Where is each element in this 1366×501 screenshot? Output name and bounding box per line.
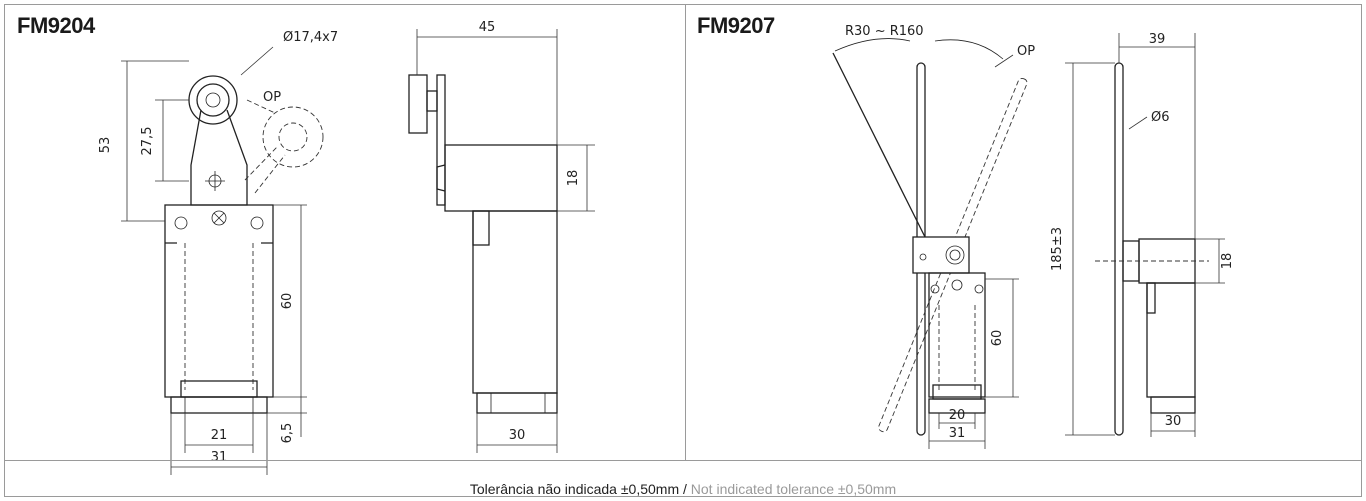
dim-60-left: 60 (280, 293, 295, 310)
dim-30-right: 30 (1165, 414, 1182, 429)
dim-radius: R30 ~ R160 (845, 24, 924, 39)
dim-21: 21 (211, 428, 228, 443)
dim-185: 185±3 (1050, 227, 1065, 271)
label-op-left: OP (263, 90, 281, 105)
panel-fm9204: FM9204 (5, 5, 686, 475)
dim-30-left: 30 (509, 428, 526, 443)
label-op-right: OP (1017, 44, 1035, 59)
dim-roller-diameter: Ø17,4x7 (283, 30, 338, 45)
dim-31-left: 31 (211, 450, 228, 465)
dim-18-right: 18 (1220, 253, 1235, 270)
lever-head (912, 236, 970, 274)
roller-op-inner (278, 122, 308, 152)
model-title-fm9207: FM9207 (697, 13, 775, 38)
fm9204-drawing: 53 27,5 Ø17,4x7 OP 60 6,5 21 31 (98, 20, 595, 475)
dim-rod-diameter: Ø6 (1151, 110, 1170, 125)
tolerance-en: Not indicated tolerance ±0,50mm (690, 481, 897, 497)
head-screw (945, 245, 965, 265)
roller-axle (205, 92, 221, 108)
swing-line (832, 52, 930, 246)
side-head (444, 144, 558, 212)
panel-fm9207: FM9207 R30 ~ R160 OP (685, 5, 1361, 460)
model-title-fm9204: FM9204 (17, 13, 95, 38)
radius-arc-left (834, 38, 911, 52)
lever-arm (190, 109, 248, 206)
switch-body-right (928, 272, 986, 398)
tolerance-pt: Tolerância não indicada ±0,50mm (469, 481, 680, 497)
dim-53: 53 (98, 137, 113, 154)
side-lever (436, 74, 446, 206)
tolerance-separator: / (679, 481, 691, 497)
tolerance-note: Tolerância não indicada ±0,50mm / Not in… (5, 481, 1361, 497)
dim-20: 20 (949, 408, 966, 423)
side-roller (408, 74, 428, 134)
roller-op-outer (262, 106, 324, 168)
fm9207-drawing: R30 ~ R160 OP (832, 24, 1235, 449)
dim-27-5: 27,5 (140, 127, 155, 156)
drawing-frame: FM9204 (4, 4, 1362, 497)
cable-gland (170, 396, 268, 414)
switch-body (164, 204, 274, 398)
dim-6-5: 6,5 (280, 423, 295, 444)
body-screw (211, 210, 227, 226)
side-body-right (1146, 282, 1196, 398)
side-rod (1114, 62, 1124, 436)
tolerance-footer: Tolerância não indicada ±0,50mm / Not in… (5, 460, 1361, 497)
dim-31-right: 31 (949, 426, 966, 441)
dim-39: 39 (1149, 32, 1166, 47)
roller-inner (196, 83, 230, 117)
dim-60-right: 60 (990, 330, 1005, 347)
radius-arc-right (934, 39, 1004, 60)
dim-45: 45 (479, 20, 496, 35)
dim-18-left: 18 (566, 170, 581, 187)
side-body (472, 210, 558, 394)
